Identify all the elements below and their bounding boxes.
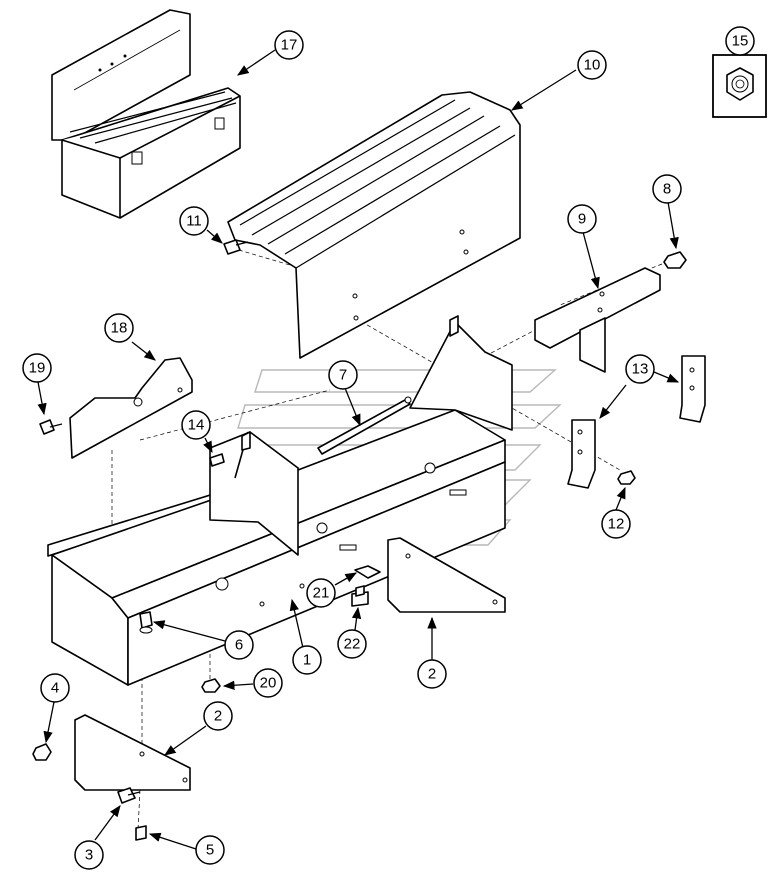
- svg-text:15: 15: [732, 33, 749, 50]
- bolt-3: [117, 787, 141, 804]
- callout-6: 6: [224, 630, 254, 660]
- svg-text:12: 12: [608, 516, 625, 533]
- callout-5: 5: [195, 835, 225, 865]
- svg-text:10: 10: [584, 57, 601, 74]
- nut-detail-box: [712, 54, 767, 118]
- bracket-18: [69, 357, 193, 459]
- svg-text:21: 21: [313, 585, 330, 602]
- callout-17: 17: [274, 30, 304, 60]
- svg-text:19: 19: [29, 360, 46, 377]
- nut-20: [201, 678, 221, 693]
- callout-14: 14: [181, 410, 211, 440]
- callout-10: 10: [577, 50, 607, 80]
- callout-20: 20: [253, 668, 283, 698]
- callout-19: 19: [22, 353, 52, 383]
- svg-text:7: 7: [339, 367, 347, 384]
- svg-text:11: 11: [186, 213, 202, 230]
- clip-14: [209, 453, 225, 467]
- callout-2-right: 2: [417, 659, 447, 689]
- nut-8: [663, 251, 687, 269]
- callout-15: 15: [725, 26, 755, 56]
- nut-4: [32, 743, 52, 761]
- svg-text:18: 18: [111, 320, 128, 337]
- svg-text:4: 4: [51, 680, 59, 697]
- svg-text:13: 13: [632, 361, 649, 378]
- callout-2-left: 2: [203, 701, 233, 731]
- clamp-22: [351, 585, 369, 607]
- strap-13b: [567, 419, 596, 489]
- svg-text:2: 2: [214, 708, 222, 725]
- nut-12: [617, 470, 636, 485]
- callout-18: 18: [104, 313, 134, 343]
- callout-13: 13: [625, 354, 655, 384]
- callout-3: 3: [74, 840, 104, 870]
- svg-text:2: 2: [428, 666, 436, 683]
- support-bracket-right: [387, 537, 506, 613]
- tool-box: [51, 9, 241, 219]
- callout-11: 11: [179, 206, 209, 236]
- callout-9: 9: [567, 204, 597, 234]
- strap-13a: [679, 355, 706, 423]
- callout-7: 7: [328, 360, 358, 390]
- screw-5: [135, 825, 147, 841]
- svg-text:8: 8: [663, 181, 671, 198]
- svg-text:17: 17: [281, 37, 298, 54]
- clip-21: [354, 565, 381, 579]
- callout-1: 1: [292, 645, 322, 675]
- support-bracket-left: [74, 714, 191, 791]
- svg-text:3: 3: [85, 847, 93, 864]
- svg-text:14: 14: [188, 417, 205, 434]
- svg-text:1: 1: [303, 652, 311, 669]
- callout-12: 12: [601, 509, 631, 539]
- svg-text:6: 6: [235, 637, 243, 654]
- svg-text:20: 20: [260, 675, 277, 692]
- svg-text:5: 5: [206, 842, 214, 859]
- svg-text:22: 22: [344, 636, 361, 653]
- main-tray: [47, 315, 513, 686]
- cover-plate: [227, 91, 521, 359]
- callout-21: 21: [306, 578, 336, 608]
- leader-lines: [37, 49, 741, 850]
- bolt-19: [39, 419, 63, 435]
- callout-4: 4: [40, 673, 70, 703]
- callout-22: 22: [337, 629, 367, 659]
- svg-text:9: 9: [578, 211, 586, 228]
- bracket-9: [534, 267, 661, 373]
- callout-8: 8: [652, 174, 682, 204]
- rod-7: [317, 396, 412, 455]
- fitting-6: [139, 611, 153, 634]
- bolt-11: [223, 239, 249, 255]
